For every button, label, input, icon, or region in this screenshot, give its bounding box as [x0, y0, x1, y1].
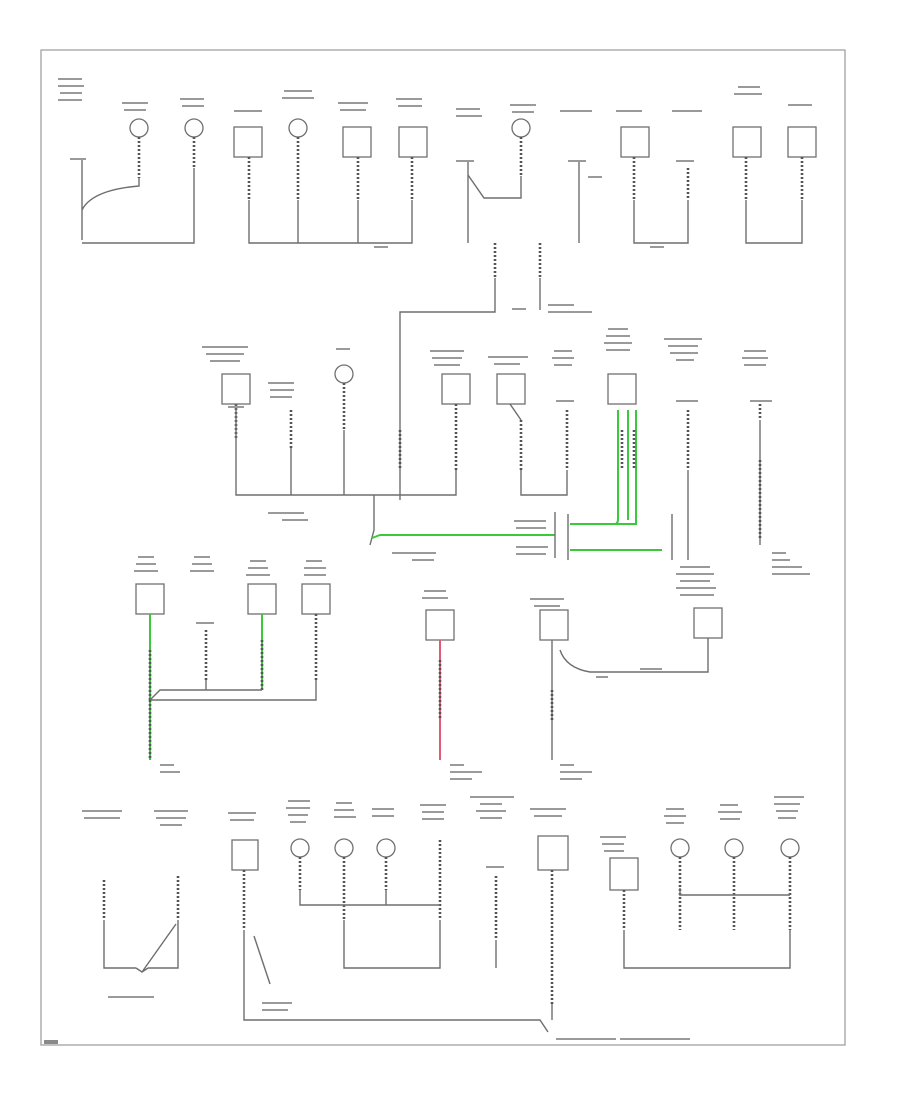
- diagram-frame: [40, 49, 846, 1046]
- connector-icon: [607, 373, 637, 405]
- row-1-header-ticks: [58, 78, 812, 117]
- connector-icon: [231, 839, 259, 871]
- lamp-icon: [511, 118, 531, 138]
- row-3-components: [134, 556, 723, 780]
- lamp-icon: [184, 118, 204, 138]
- lamp-icon: [290, 838, 310, 858]
- lamp-icon: [780, 838, 800, 858]
- connector-icon: [539, 609, 569, 641]
- connector-icon: [135, 583, 165, 615]
- connector-icon: [301, 583, 331, 615]
- connector-icon: [609, 857, 639, 891]
- lamp-icon: [376, 838, 396, 858]
- connector-icon: [425, 609, 455, 641]
- lamp-icon: [670, 838, 690, 858]
- connector-icon: [537, 835, 569, 871]
- row-2-components: [202, 328, 772, 545]
- connector-icon: [221, 373, 251, 405]
- lamp-icon: [334, 364, 354, 384]
- row-1-components: [58, 78, 817, 248]
- connector-icon: [247, 583, 277, 615]
- connector-icon: [620, 126, 650, 158]
- connector-icon: [233, 126, 263, 158]
- lamp-icon: [288, 118, 308, 138]
- splice-area: [268, 495, 810, 596]
- lamp-icon: [129, 118, 149, 138]
- trunk-row1-row2: [398, 243, 592, 500]
- lamp-icon: [334, 838, 354, 858]
- lamp-icon: [724, 838, 744, 858]
- connector-icon: [398, 126, 428, 158]
- connector-icon: [787, 126, 817, 158]
- page-tag: [44, 1040, 58, 1044]
- connector-icon: [693, 607, 723, 639]
- connector-icon: [496, 373, 526, 405]
- connector-icon: [342, 126, 372, 158]
- connector-icon: [441, 373, 471, 405]
- connector-icon: [732, 126, 762, 158]
- row-4-components: [82, 796, 804, 1040]
